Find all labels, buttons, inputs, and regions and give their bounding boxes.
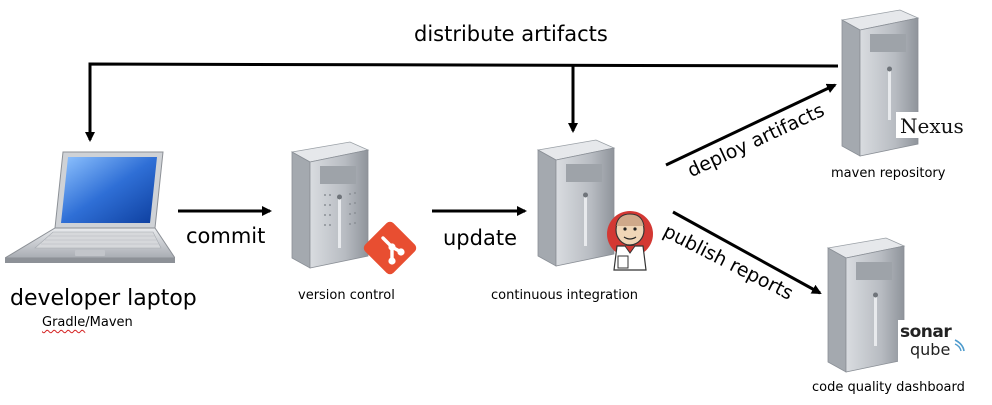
build-tools-label: Gradle/Maven <box>42 316 133 329</box>
sonarqube-logo-bottom: qube <box>910 340 951 359</box>
laptop-icon <box>5 151 175 263</box>
publish-arrow <box>672 210 822 295</box>
code-quality-dashboard-label: code quality dashboard <box>812 380 965 395</box>
nexus-logo: Nexus <box>896 112 968 138</box>
nexus-logo-text: Nexus <box>900 114 964 138</box>
ci-server-icon <box>536 139 616 267</box>
commit-label: commit <box>186 224 266 248</box>
sonarqube-logo-top: sonar <box>900 322 952 342</box>
developer-laptop-label: developer laptop <box>10 286 197 311</box>
gradle-text: Gradle <box>42 315 86 330</box>
git-icon <box>363 221 417 275</box>
sonarqube-logo: sonar qube <box>898 320 968 362</box>
continuous-integration-label: continuous integration <box>491 288 639 303</box>
sonar-wave-icon <box>954 339 965 352</box>
distribute-line <box>85 62 839 142</box>
distribute-artifacts-label: distribute artifacts <box>414 22 608 46</box>
update-label: update <box>443 226 517 250</box>
jenkins-icon <box>607 211 653 271</box>
maven-repository-label: maven repository <box>831 166 946 181</box>
vcs-server-icon <box>290 141 370 269</box>
maven-text: Maven <box>89 315 133 330</box>
quality-server-icon <box>826 237 906 373</box>
version-control-label: version control <box>298 288 395 303</box>
slash-text: / <box>85 315 90 330</box>
deploy-arrow <box>665 83 837 167</box>
